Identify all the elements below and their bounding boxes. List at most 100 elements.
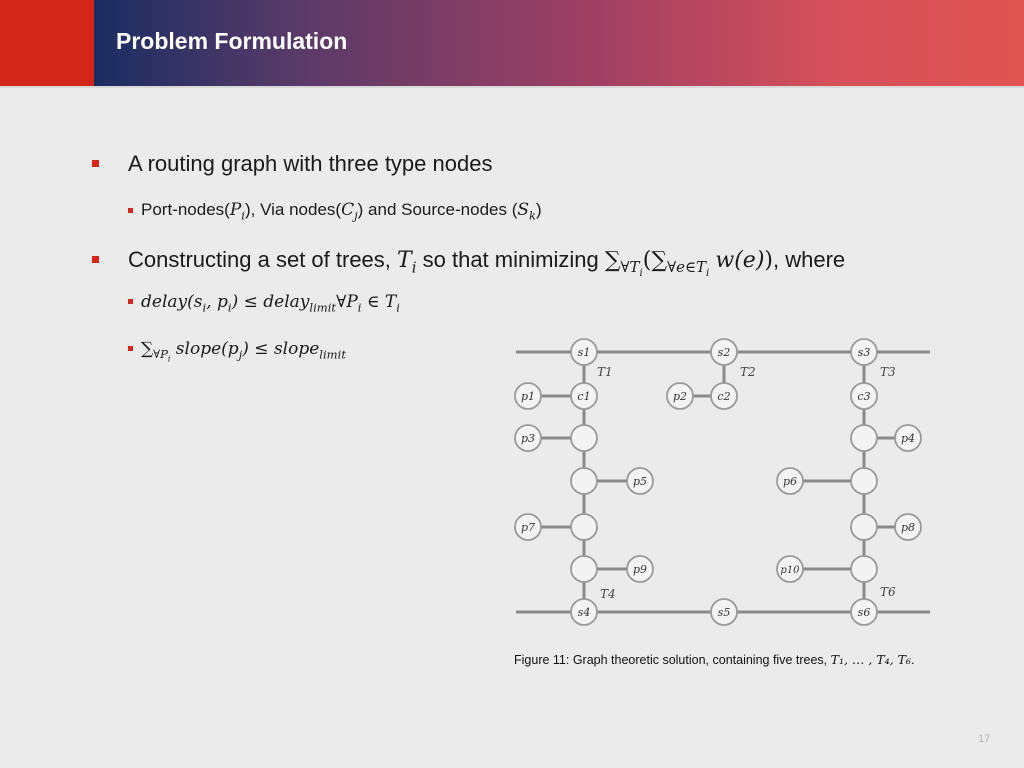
math-p: , p [206, 292, 228, 312]
sub-i: i [639, 268, 643, 280]
slide-title: Problem Formulation [116, 28, 348, 54]
math-in-t: ∈ T [361, 292, 397, 312]
header-divider [0, 86, 1024, 88]
label-p5: p5 [633, 475, 647, 488]
bullet-constructing-trees: Constructing a set of trees, Ti so that … [128, 247, 845, 279]
node-s6 [850, 598, 878, 626]
label-tree-t2: T2 [740, 365, 756, 379]
close-paren: ) [764, 248, 774, 273]
text-port-nodes: Port-nodes( [141, 200, 230, 219]
node-via [570, 467, 598, 495]
node-c3 [850, 382, 878, 410]
label-s4: s4 [578, 606, 591, 619]
node-p5 [626, 467, 654, 495]
math-sub: limit [319, 347, 346, 362]
sub-forall-p: ∀P [153, 347, 168, 362]
sum-subscript: ∀e∈Ti [667, 258, 710, 280]
math-weight: w(e) [715, 248, 765, 273]
sum-symbol: ∑ [651, 248, 668, 273]
node-p6 [776, 467, 804, 495]
sub-bullet-marker [128, 208, 133, 213]
node-p4 [894, 424, 922, 452]
node-p7 [514, 513, 542, 541]
label-p8: p8 [901, 521, 915, 534]
text-constructing: Constructing a set of trees, [128, 247, 398, 272]
label-tree-t1: T1 [597, 365, 613, 379]
bullet-marker [92, 160, 99, 167]
node-p2 [666, 382, 694, 410]
page-number: 17 [978, 733, 991, 745]
label-c1: c1 [577, 390, 590, 403]
node-s3 [850, 338, 878, 366]
math-sub: j [354, 208, 358, 223]
math-sub: i [202, 300, 207, 315]
math-sub: i [396, 300, 400, 315]
math-sub: i [411, 258, 417, 277]
label-p2: p2 [673, 390, 687, 403]
label-p6: p6 [783, 475, 797, 488]
sum-symbol: ∑ [604, 248, 621, 273]
math-slope: slope(p [170, 339, 239, 359]
label-tree-t6: T6 [880, 585, 896, 599]
header-bar [94, 0, 1024, 86]
node-via [850, 424, 878, 452]
math-sub: i [241, 208, 245, 223]
node-via [850, 467, 878, 495]
bullet-marker [92, 256, 99, 263]
header-red-block [0, 0, 94, 86]
node-via [850, 555, 878, 583]
math-delay-limit: ) ≤ delay [231, 292, 310, 312]
sub-bullet-slope-constraint: ∑∀Pi slope(pj) ≤ slopelimit [141, 339, 346, 364]
node-via [570, 424, 598, 452]
label-p10: p10 [780, 565, 800, 576]
node-s2 [710, 338, 738, 366]
figure-caption: Figure 11: Graph theoretic solution, con… [514, 652, 914, 667]
bullet-routing-graph: A routing graph with three type nodes [128, 151, 493, 176]
node-s5 [710, 598, 738, 626]
label-c3: c3 [857, 390, 870, 403]
sub-forall-e: ∀e∈T [667, 258, 707, 277]
text-where: , where [773, 247, 846, 272]
label-tree-t3: T3 [880, 365, 896, 379]
caption-math: T₁, … , T₄, T₆ [830, 652, 911, 667]
label-s5: s5 [718, 606, 731, 619]
label-s6: s6 [858, 606, 871, 619]
sub-bullet-delay-constraint: delay(si, pi) ≤ delaylimit∀Pi ∈ Ti [141, 292, 400, 314]
math-sub: limit [309, 300, 337, 315]
label-p1: p1 [521, 390, 535, 403]
text-via-nodes: ), Via nodes( [244, 200, 342, 219]
node-via [570, 513, 598, 541]
sum-symbol: ∑ [141, 339, 154, 359]
node-c1 [570, 382, 598, 410]
node-p3 [514, 424, 542, 452]
text-minimizing: so that minimizing [416, 247, 605, 272]
math-sub: k [529, 208, 537, 223]
sub-i: i [706, 268, 710, 280]
sum-subscript: ∀Pi [153, 347, 171, 364]
label-c2: c2 [717, 390, 730, 403]
label-tree-t4: T4 [600, 587, 616, 601]
label-p9: p9 [633, 563, 647, 576]
node-p10 [776, 555, 804, 583]
node-p1 [514, 382, 542, 410]
label-p4: p4 [901, 432, 915, 445]
label-p7: p7 [521, 521, 535, 534]
math-p: P [229, 200, 242, 220]
sub-bullet-marker [128, 299, 133, 304]
node-s4 [570, 598, 598, 626]
label-s2: s2 [718, 346, 731, 359]
caption-end: . [910, 653, 915, 667]
graph-figure: s1 s2 s3 p1 c1 p2 c2 c3 p3 p4 p5 p6 p7 p… [514, 338, 930, 626]
math-sub: j [238, 347, 243, 362]
math-forall-p: ∀P [336, 292, 358, 312]
text-source-nodes: ) and Source-nodes ( [357, 200, 518, 219]
node-s1 [570, 338, 598, 366]
math-delay: delay(s [141, 292, 203, 312]
sum-subscript: ∀Ti [620, 258, 643, 280]
node-p8 [894, 513, 922, 541]
label-p3: p3 [521, 432, 535, 445]
sub-bullet-node-types: Port-nodes(Pi), Via nodes(Cj) and Source… [141, 200, 542, 222]
label-s3: s3 [858, 346, 871, 359]
sub-i: i [167, 354, 171, 364]
sub-forall-t: ∀T [620, 258, 640, 277]
